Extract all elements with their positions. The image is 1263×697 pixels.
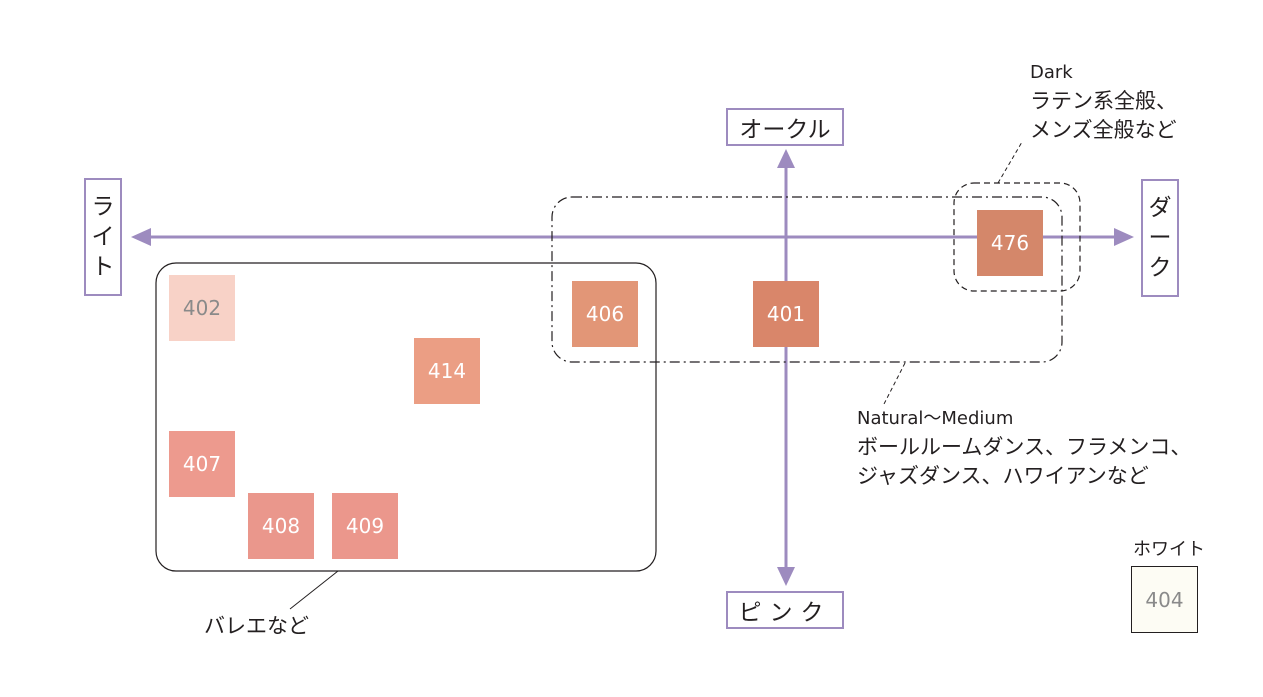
natural-leader-line: [883, 362, 906, 405]
natural-group-note: Natural〜Medium ボールルームダンス、フラメンコ、 ジャズダンス、ハ…: [857, 404, 1191, 491]
arrow-left-icon: [131, 228, 151, 246]
natural-group-title: Natural〜Medium: [857, 408, 1014, 429]
swatch-406: 406: [572, 281, 638, 347]
ballet-leader-line: [289, 570, 339, 610]
white-swatch-border: [1131, 566, 1198, 633]
dark-group-title: Dark: [1030, 62, 1073, 83]
ballet-group-label: バレエなど: [204, 614, 309, 638]
swatch-code: 402: [182, 296, 222, 320]
axis-label-dark: ダ ー ク: [1141, 179, 1179, 297]
ballet-group-note: バレエなど: [204, 612, 309, 641]
natural-group-line: ジャズダンス、ハワイアンなど: [857, 464, 1149, 488]
natural-group-outline: [551, 196, 1063, 363]
axis-label-dark-char: ー: [1148, 225, 1172, 251]
swatch-code: 401: [766, 302, 806, 326]
axis-label-light-char: ト: [91, 254, 115, 280]
swatch-code: 407: [182, 452, 222, 476]
swatch-402: 402: [169, 275, 235, 341]
axis-label-ochre: オークル: [726, 108, 844, 146]
axis-label-light-char: ラ: [91, 194, 115, 220]
swatch-code: 406: [585, 302, 625, 326]
dark-group-line: ラテン系全般、: [1030, 89, 1177, 113]
axis-label-pink-text: ピンク: [738, 600, 832, 626]
axis-label-pink: ピンク: [726, 591, 844, 629]
dark-group-outline: [953, 182, 1081, 292]
white-label: ホワイト: [1133, 538, 1205, 562]
swatch-408: 408: [248, 493, 314, 559]
ballet-group-outline: [155, 262, 657, 572]
dark-leader-line: [997, 141, 1023, 184]
axis-label-dark-char: ダ: [1148, 195, 1172, 221]
swatch-414: 414: [414, 338, 480, 404]
swatch-code: 414: [427, 359, 467, 383]
swatch-409: 409: [332, 493, 398, 559]
white-label-text: ホワイト: [1133, 539, 1205, 560]
swatch-code: 409: [345, 514, 385, 538]
axis-label-light: ラ イ ト: [84, 178, 122, 296]
dark-group-line: メンズ全般など: [1030, 118, 1177, 142]
dark-group-note: Dark ラテン系全般、 メンズ全般など: [1030, 58, 1177, 145]
swatch-476: 476: [977, 210, 1043, 276]
axis-label-light-char: イ: [91, 224, 115, 250]
arrow-right-icon: [1114, 228, 1134, 246]
arrow-up-icon: [777, 149, 795, 168]
swatch-401: 401: [753, 281, 819, 347]
swatch-code: 408: [261, 514, 301, 538]
axis-label-ochre-text: オークル: [739, 117, 831, 143]
arrow-down-icon: [777, 567, 795, 586]
swatch-404: 404: [1132, 567, 1197, 632]
natural-group-line: ボールルームダンス、フラメンコ、: [857, 435, 1192, 459]
swatch-code: 476: [990, 231, 1030, 255]
swatch-407: 407: [169, 431, 235, 497]
swatch-code: 404: [1145, 587, 1184, 612]
axis-label-dark-char: ク: [1148, 255, 1172, 281]
